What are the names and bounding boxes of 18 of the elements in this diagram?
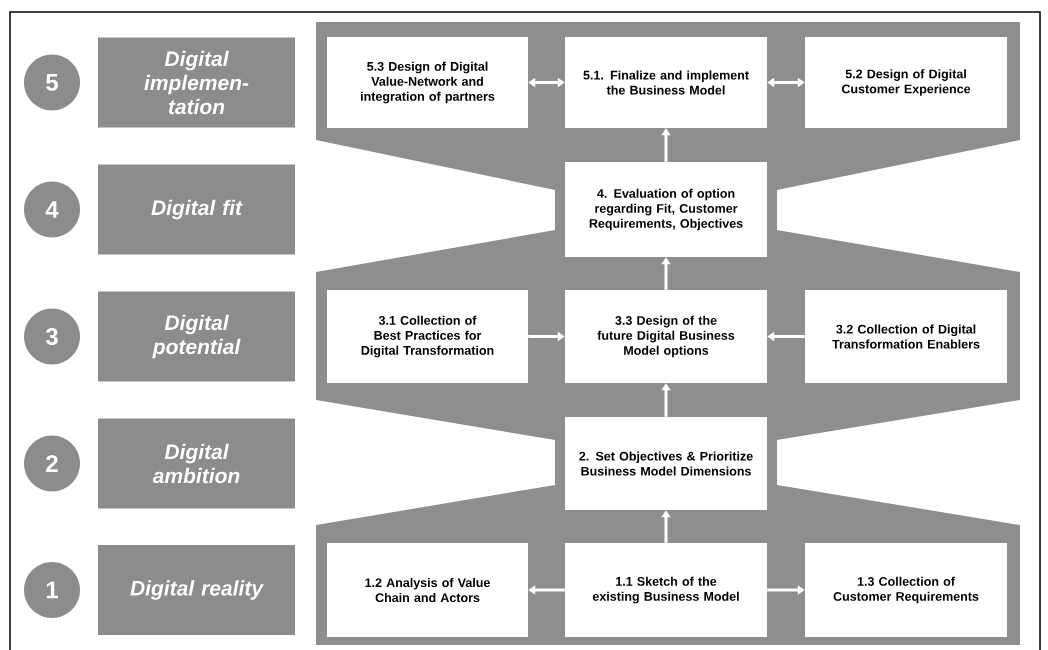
process-box: 1.1 Sketch of the existing Business Model <box>565 543 767 637</box>
process-box: 2. Set Objectives & Prioritize Business Model Dimensions <box>565 417 767 510</box>
process-box: 5.2 Design of Digital Customer Experience <box>805 37 1007 128</box>
stage-label-box: Digital reality <box>98 545 295 635</box>
stage-label-box: Digital ambition <box>98 418 295 509</box>
process-box: 3.1 Collection of Best Practices for Digital Transformation <box>327 290 528 383</box>
process-box: 1.2 Analysis of Value Chain and Actors <box>327 543 528 637</box>
stage-label-box: Digital implemen- tation <box>98 37 295 128</box>
process-box: 5.1. Finalize and implement the Business Model <box>565 37 767 128</box>
stage-label-box: Digital potential <box>98 291 295 382</box>
stage-label-box: Digital fit <box>98 164 295 255</box>
arrow <box>528 77 565 88</box>
process-box: 1.3 Collection of Customer Requirements <box>805 543 1007 637</box>
process-box: 3.2 Collection of Digital Transformation Enablers <box>805 290 1007 383</box>
arrow <box>767 77 805 88</box>
process-box: 5.3 Design of Digital Value-Network and integration of partners <box>327 37 528 128</box>
process-box: 4. Evaluation of option regarding Fit, Customer Requirements, Objectives <box>565 162 767 257</box>
process-box: 3.3 Design of the future Digital Business Model options <box>565 290 767 383</box>
